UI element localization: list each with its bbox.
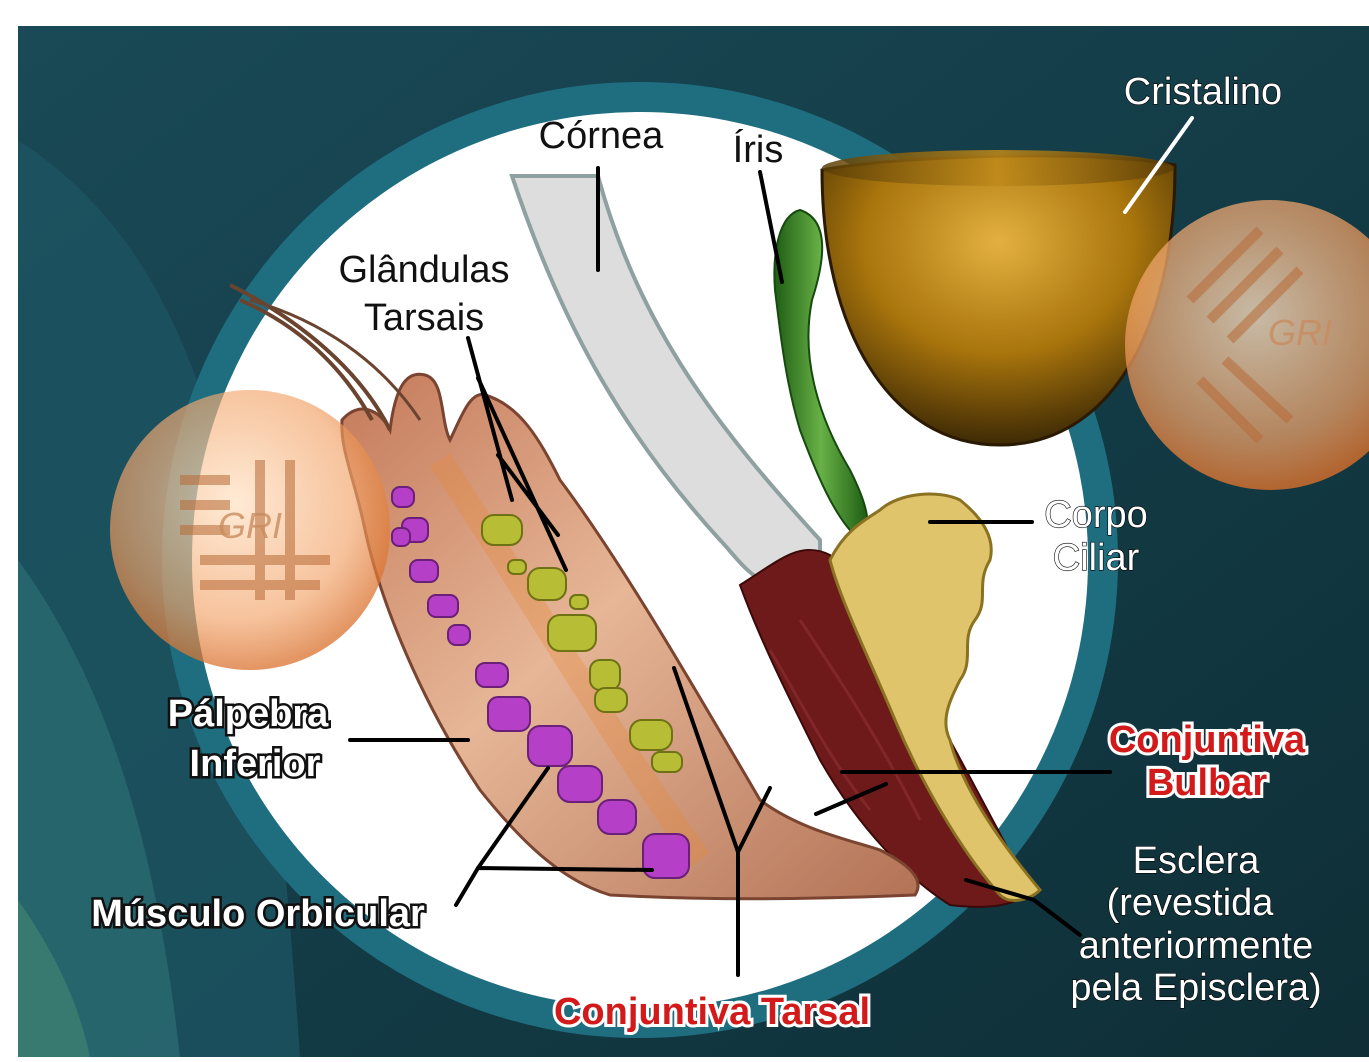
muscle-fiber [598,800,636,834]
muscle-fiber [476,663,508,687]
gland [482,515,522,545]
label-esclera-4: pela Episclera) [1070,967,1321,1009]
lens-rim [822,150,1174,186]
muscle-fiber [392,528,410,546]
gland [528,568,566,600]
gland [508,560,526,574]
muscle-fiber [558,766,602,802]
label-palpebra-2: Inferior [190,743,321,785]
label-palpebra-1: Pálpebra [168,693,329,735]
label-corpo-2: Ciliar [1053,537,1140,579]
label-corpo-1: Corpo [1044,494,1148,536]
label-esclera-2: (revestida [1107,882,1275,924]
label-conj-tarsal: Conjuntiva Tarsal [554,991,870,1033]
muscle-fiber [410,560,438,582]
gland [548,615,596,651]
label-esclera-3: anteriormente [1079,925,1313,967]
label-musculo: Músculo Orbicular [91,893,425,935]
watermark-text: GRI [1268,312,1332,353]
label-glandulas-2: Tarsais [364,297,484,339]
muscle-fiber [528,726,572,766]
watermark-bubble-left: GRI [110,390,390,670]
gland [595,688,627,712]
label-cristalino: Cristalino [1124,71,1282,113]
muscle-fiber [428,595,458,617]
label-conj-bulbar-1: Conjuntiva [1109,719,1306,761]
muscle-fiber [392,487,414,507]
gland [570,595,588,609]
gland [590,660,620,690]
watermark-text: GRI [218,505,282,546]
label-conj-bulbar-2: Bulbar [1147,762,1268,804]
label-cornea: Córnea [539,115,664,157]
muscle-fiber [448,625,470,645]
muscle-fiber [488,697,530,731]
label-iris: Íris [733,128,784,171]
gland [630,720,672,750]
gland [652,752,682,772]
label-glandulas-1: Glândulas [338,249,509,291]
label-esclera-1: Esclera [1133,840,1261,882]
